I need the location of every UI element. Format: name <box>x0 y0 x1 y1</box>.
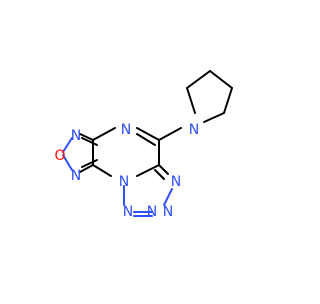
atom-n-tetrazole-bottom-right: N <box>147 204 157 220</box>
atom-n-top: N <box>121 122 131 138</box>
bond-c7a-nbridge <box>92 164 112 177</box>
bond-c4a-n-tz <box>158 164 169 175</box>
atom-labels: N N N O N N N N N N <box>54 122 199 220</box>
canvas-background <box>0 0 300 300</box>
atom-n-oxadiazole-lower: N <box>71 168 81 184</box>
bond-pyr-n-c1 <box>186 87 196 114</box>
bond-c4a-n-tz-double <box>154 169 165 180</box>
bond-o-n-lower <box>62 154 73 171</box>
bond-c7a-n-ox-double <box>81 159 98 168</box>
bond-pyr-c2-c3 <box>209 70 233 89</box>
atom-n-tetrazole-bottom-left: N <box>123 204 133 220</box>
molecule-structure-diagram: N N N O N N N N N N <box>0 0 300 300</box>
bond-n-o-upper <box>62 137 73 153</box>
bond-c5-n-top-double <box>136 133 156 146</box>
bond-cpyr-n <box>158 127 182 141</box>
bond-pyr-c4-n <box>203 112 225 123</box>
atom-o-oxadiazole: O <box>54 148 65 164</box>
bond-c3a-n-ox <box>79 133 94 141</box>
bond-c7a-n-ox <box>79 164 94 173</box>
atom-n-tetrazole-right: N <box>171 174 181 190</box>
atom-n-oxadiazole-upper: N <box>71 128 81 144</box>
bond-group <box>79 70 233 180</box>
bond-n-top-c3a <box>92 127 116 141</box>
bond-pyr-c1-c2 <box>186 70 211 89</box>
molecule-svg: N N N O N N N N N N <box>0 0 300 300</box>
atom-n-bridge: N <box>119 174 129 190</box>
atom-n-pyrrolidine: N <box>189 122 199 138</box>
hetero-bond-group <box>62 137 173 217</box>
bond-c3a-n-ox-double <box>81 137 98 146</box>
bond-c5-n-top <box>136 127 160 141</box>
bond-nbridge-c4a <box>136 164 160 177</box>
atom-n-tetrazole-lower-right: N <box>163 204 173 220</box>
bond-tz-right <box>163 188 173 206</box>
bond-pyr-c3-c4 <box>223 87 233 114</box>
